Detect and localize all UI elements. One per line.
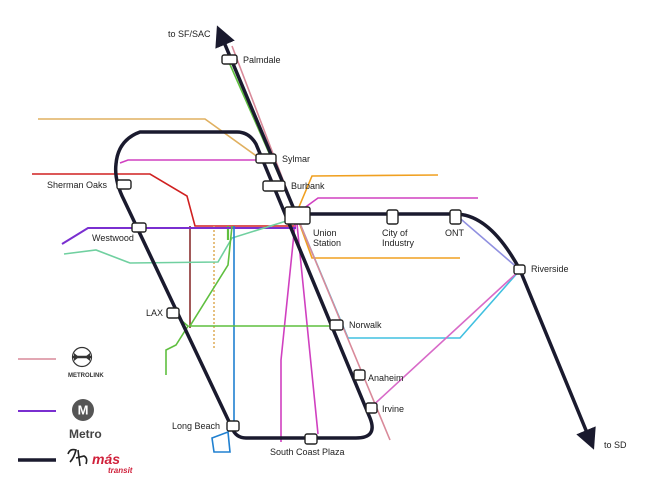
- line-blue: [211, 226, 235, 453]
- label-union-station-1: Union: [313, 228, 337, 238]
- label-city-of-industry-1: City of: [382, 228, 408, 238]
- line-purple-westwood: [61, 227, 296, 245]
- station-marker-burbank[interactable]: [262, 180, 286, 192]
- station-marker-south-coast-plaza[interactable]: [304, 433, 318, 445]
- station-marker-palmdale[interactable]: [221, 54, 238, 65]
- label-irvine: Irvine: [382, 404, 404, 414]
- station-marker-sylmar[interactable]: [255, 153, 277, 164]
- label-south-coast-plaza: South Coast Plaza: [270, 447, 345, 457]
- station-marker-westwood[interactable]: [131, 222, 147, 233]
- line-pink-riverside: [367, 269, 521, 411]
- station-marker-union-station[interactable]: [284, 206, 311, 225]
- legend-metrolink: METROLINK: [68, 373, 104, 379]
- line-orange-north: [295, 174, 439, 215]
- label-to-sf-sac: to SF/SAC: [168, 29, 211, 39]
- label-westwood: Westwood: [92, 233, 134, 243]
- metrolink-logo-icon: [71, 346, 93, 368]
- station-marker-irvine[interactable]: [365, 402, 378, 414]
- station-marker-city-of-industry[interactable]: [386, 209, 399, 225]
- station-markers: [116, 54, 526, 445]
- label-palmdale: Palmdale: [243, 55, 281, 65]
- station-marker-ont[interactable]: [449, 209, 462, 225]
- station-marker-sherman-oaks[interactable]: [116, 179, 132, 190]
- label-union-station-2: Station: [313, 238, 341, 248]
- line-pink: [119, 159, 478, 442]
- label-long-beach: Long Beach: [172, 421, 220, 431]
- label-riverside: Riverside: [531, 264, 569, 274]
- mas-transit-lines: [113, 25, 596, 450]
- label-lax: LAX: [146, 308, 163, 318]
- label-sylmar: Sylmar: [282, 154, 310, 164]
- station-marker-lax[interactable]: [166, 307, 180, 319]
- line-green-lax: [165, 225, 338, 375]
- station-marker-norwalk[interactable]: [329, 319, 344, 331]
- station-marker-riverside[interactable]: [513, 264, 526, 275]
- label-city-of-industry-2: Industry: [382, 238, 415, 248]
- legend-mas: más: [92, 451, 120, 467]
- legend: METROLINK M Metro más transit: [18, 346, 133, 475]
- line-mint: [63, 217, 297, 264]
- legend-transit: transit: [108, 466, 133, 475]
- line-metrolink-pink: [231, 45, 391, 441]
- label-ont: ONT: [445, 228, 465, 238]
- metro-logo-icon: M: [72, 399, 94, 421]
- station-marker-anaheim[interactable]: [353, 369, 366, 381]
- line-gold-northwest: [38, 118, 263, 161]
- metro-logo-letter: M: [78, 403, 89, 418]
- station-labels: to SF/SAC Palmdale Sylmar Burbank Sherma…: [47, 29, 627, 457]
- station-marker-long-beach[interactable]: [226, 420, 240, 432]
- rail-lines: [32, 45, 521, 453]
- legend-metro: Metro: [69, 427, 102, 441]
- label-to-sd: to SD: [604, 440, 627, 450]
- mas-transit-logo-icon: [67, 448, 88, 467]
- label-sherman-oaks: Sherman Oaks: [47, 180, 108, 190]
- label-anaheim: Anaheim: [368, 373, 404, 383]
- label-burbank: Burbank: [291, 181, 325, 191]
- mas-loop: [113, 130, 374, 440]
- mas-trunk-south: [518, 268, 596, 450]
- label-norwalk: Norwalk: [349, 320, 382, 330]
